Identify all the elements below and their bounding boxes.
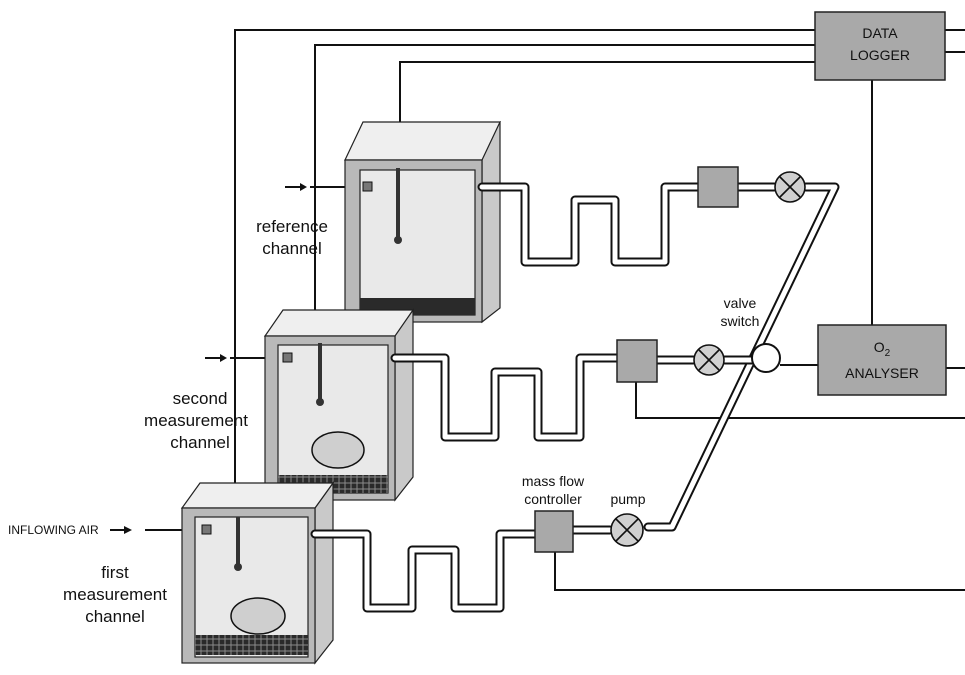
- pump-first-icon: [610, 513, 644, 547]
- data-logger-label-1: DATA: [862, 25, 898, 41]
- pump-label: pump: [610, 491, 645, 507]
- data-logger-box: DATA LOGGER: [814, 11, 946, 81]
- reference-label-2: channel: [262, 239, 322, 258]
- o2-analyser-box: O2 ANALYSER: [817, 324, 947, 396]
- flow-controller-first: [534, 510, 574, 553]
- second-chamber: [205, 308, 415, 502]
- reference-chamber: [285, 120, 501, 324]
- analyser-label-sub: 2: [885, 348, 891, 359]
- analyser-label-o: O: [874, 339, 885, 355]
- inflow-arrow-icon: [124, 526, 132, 534]
- analyser-label: ANALYSER: [845, 365, 919, 381]
- first-chamber: [145, 481, 335, 665]
- data-logger-label-2: LOGGER: [850, 47, 910, 63]
- valve-label-1: valve: [724, 295, 757, 311]
- inflowing-air-label: INFLOWING AIR: [8, 523, 99, 537]
- first-label-1: first: [101, 563, 129, 582]
- mfc-label-1: mass flow: [522, 473, 585, 489]
- first-label-3: channel: [85, 607, 145, 626]
- second-label-2: measurement: [144, 411, 248, 430]
- valve-switch-icon: [751, 343, 781, 373]
- reference-label-1: reference: [256, 217, 328, 236]
- animal-icon: [311, 431, 365, 469]
- animal-icon: [230, 597, 286, 635]
- pump-second-icon: [693, 344, 725, 376]
- flow-controller-second: [616, 339, 658, 383]
- valve-label-2: switch: [721, 313, 760, 329]
- mfc-label-2: controller: [524, 491, 582, 507]
- second-label-3: channel: [170, 433, 230, 452]
- second-label-1: second: [173, 389, 228, 408]
- svg-text:O2: O2: [874, 339, 891, 359]
- first-label-2: measurement: [63, 585, 167, 604]
- flow-controller-reference: [697, 166, 739, 208]
- signal-wires: [234, 29, 965, 591]
- pump-reference-icon: [774, 171, 806, 203]
